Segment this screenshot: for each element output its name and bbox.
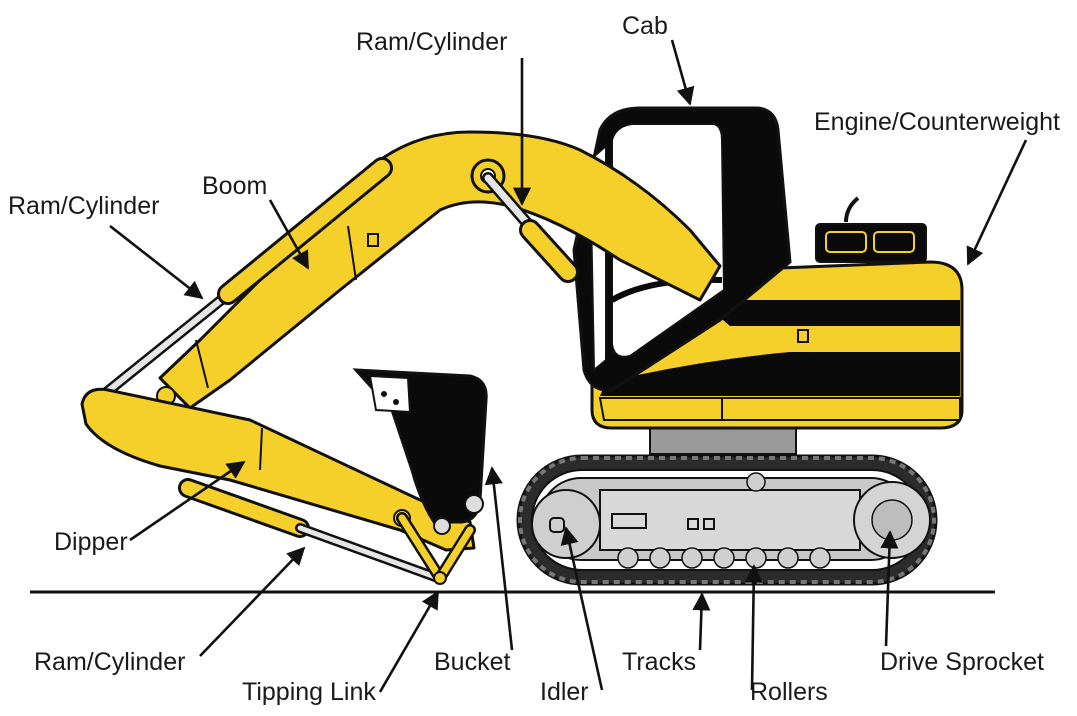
label-tracks: Tracks [622, 648, 696, 676]
label-bucket: Bucket [434, 648, 510, 676]
label-ram-cylinder-bottom: Ram/Cylinder [34, 648, 185, 676]
arrow-ram-cylinder-bottom [200, 548, 304, 656]
arrow-bucket [492, 468, 512, 650]
track-assembly [518, 456, 936, 584]
label-boom: Boom [202, 172, 267, 200]
label-rollers: Rollers [750, 678, 828, 706]
arrow-cab [672, 40, 690, 104]
label-tipping-link: Tipping Link [242, 678, 376, 706]
label-engine-counterweight: Engine/Counterweight [814, 108, 1060, 136]
label-idler: Idler [540, 678, 589, 706]
idler-wheel [532, 490, 600, 558]
arrow-tracks [700, 594, 702, 650]
label-dipper: Dipper [54, 528, 128, 556]
engine-hood [816, 224, 926, 262]
arrow-tipping-link [380, 592, 438, 692]
label-drive-sprocket: Drive Sprocket [880, 648, 1044, 676]
label-cab: Cab [622, 12, 668, 40]
swing-base [650, 428, 796, 454]
label-ram-cylinder-left: Ram/Cylinder [8, 192, 159, 220]
arrow-ram-cylinder-left [110, 226, 202, 298]
label-ram-cylinder-top: Ram/Cylinder [356, 28, 507, 56]
arrow-engine-counterweight [968, 140, 1026, 264]
